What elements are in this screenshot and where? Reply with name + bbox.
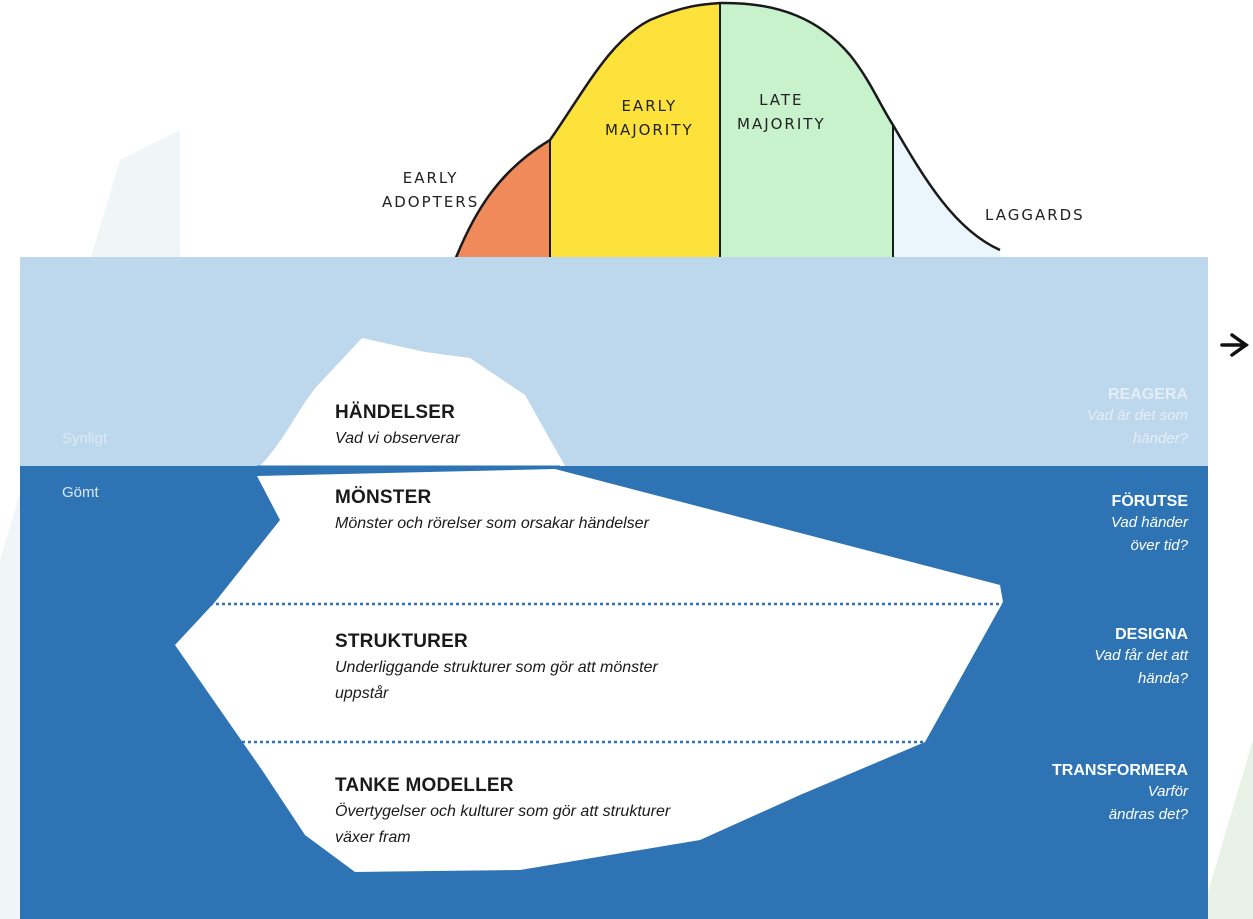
layer-events-desc: Vad vi observerar	[335, 430, 460, 447]
action-react: REAGERA Vad är det som händer?	[968, 386, 1188, 450]
action-react-question: Vad är det som händer?	[1086, 407, 1188, 447]
layer-mental-models-desc: Övertygelser och kulturer som gör att st…	[335, 803, 671, 846]
layer-structures-title: STRUKTURER	[335, 631, 468, 652]
layer-events: HÄNDELSER Vad vi observerar	[335, 402, 735, 452]
action-transform: TRANSFORMERA Varför ändras det?	[968, 762, 1188, 826]
label-early-adopters: EARLY ADOPTERS	[382, 169, 480, 211]
background-swoosh-right	[1200, 740, 1253, 919]
label-laggards: LAGGARDS	[985, 206, 1085, 224]
label-late-majority: LATE MAJORITY	[737, 91, 826, 133]
label-visible: Synligt	[62, 430, 108, 447]
action-transform-title: TRANSFORMERA	[1052, 762, 1188, 779]
action-predict-title: FÖRUTSE	[1111, 493, 1188, 510]
action-predict-question: Vad händer över tid?	[1110, 514, 1188, 554]
label-early-majority: EARLY MAJORITY	[605, 97, 694, 139]
layer-patterns-title: MÖNSTER	[335, 487, 432, 508]
action-design: DESIGNA Vad får det att hända?	[968, 626, 1188, 690]
layer-events-title: HÄNDELSER	[335, 402, 456, 423]
action-predict: FÖRUTSE Vad händer över tid?	[968, 493, 1188, 557]
curve-fill-laggards	[893, 125, 1000, 258]
curve-fill-early-majority	[550, 3, 720, 258]
action-design-title: DESIGNA	[1115, 626, 1188, 643]
iceberg-underwater	[175, 469, 1003, 872]
sky-area	[20, 257, 1208, 466]
layer-mental-models: TANKE MODELLER Övertygelser och kulturer…	[335, 775, 695, 851]
layer-structures-desc: Underliggande strukturer som gör att mön…	[335, 659, 658, 702]
action-transform-question: Varför ändras det?	[1108, 783, 1188, 823]
layer-patterns: MÖNSTER Mönster och rörelser som orsakar…	[335, 487, 655, 537]
iceberg-tip	[260, 338, 565, 466]
curve-fill-early-adopters	[455, 140, 550, 258]
action-design-question: Vad får det att hända?	[1094, 647, 1188, 687]
layer-mental-models-title: TANKE MODELLER	[335, 775, 514, 796]
action-react-title: REAGERA	[1107, 386, 1188, 403]
curve-fill-late-majority	[720, 2, 893, 258]
layer-patterns-desc: Mönster och rörelser som orsakar händels…	[335, 515, 649, 532]
arrow-right-icon	[1220, 333, 1250, 357]
layer-structures: STRUKTURER Underliggande strukturer som …	[335, 631, 695, 707]
label-hidden: Gömt	[62, 484, 99, 501]
